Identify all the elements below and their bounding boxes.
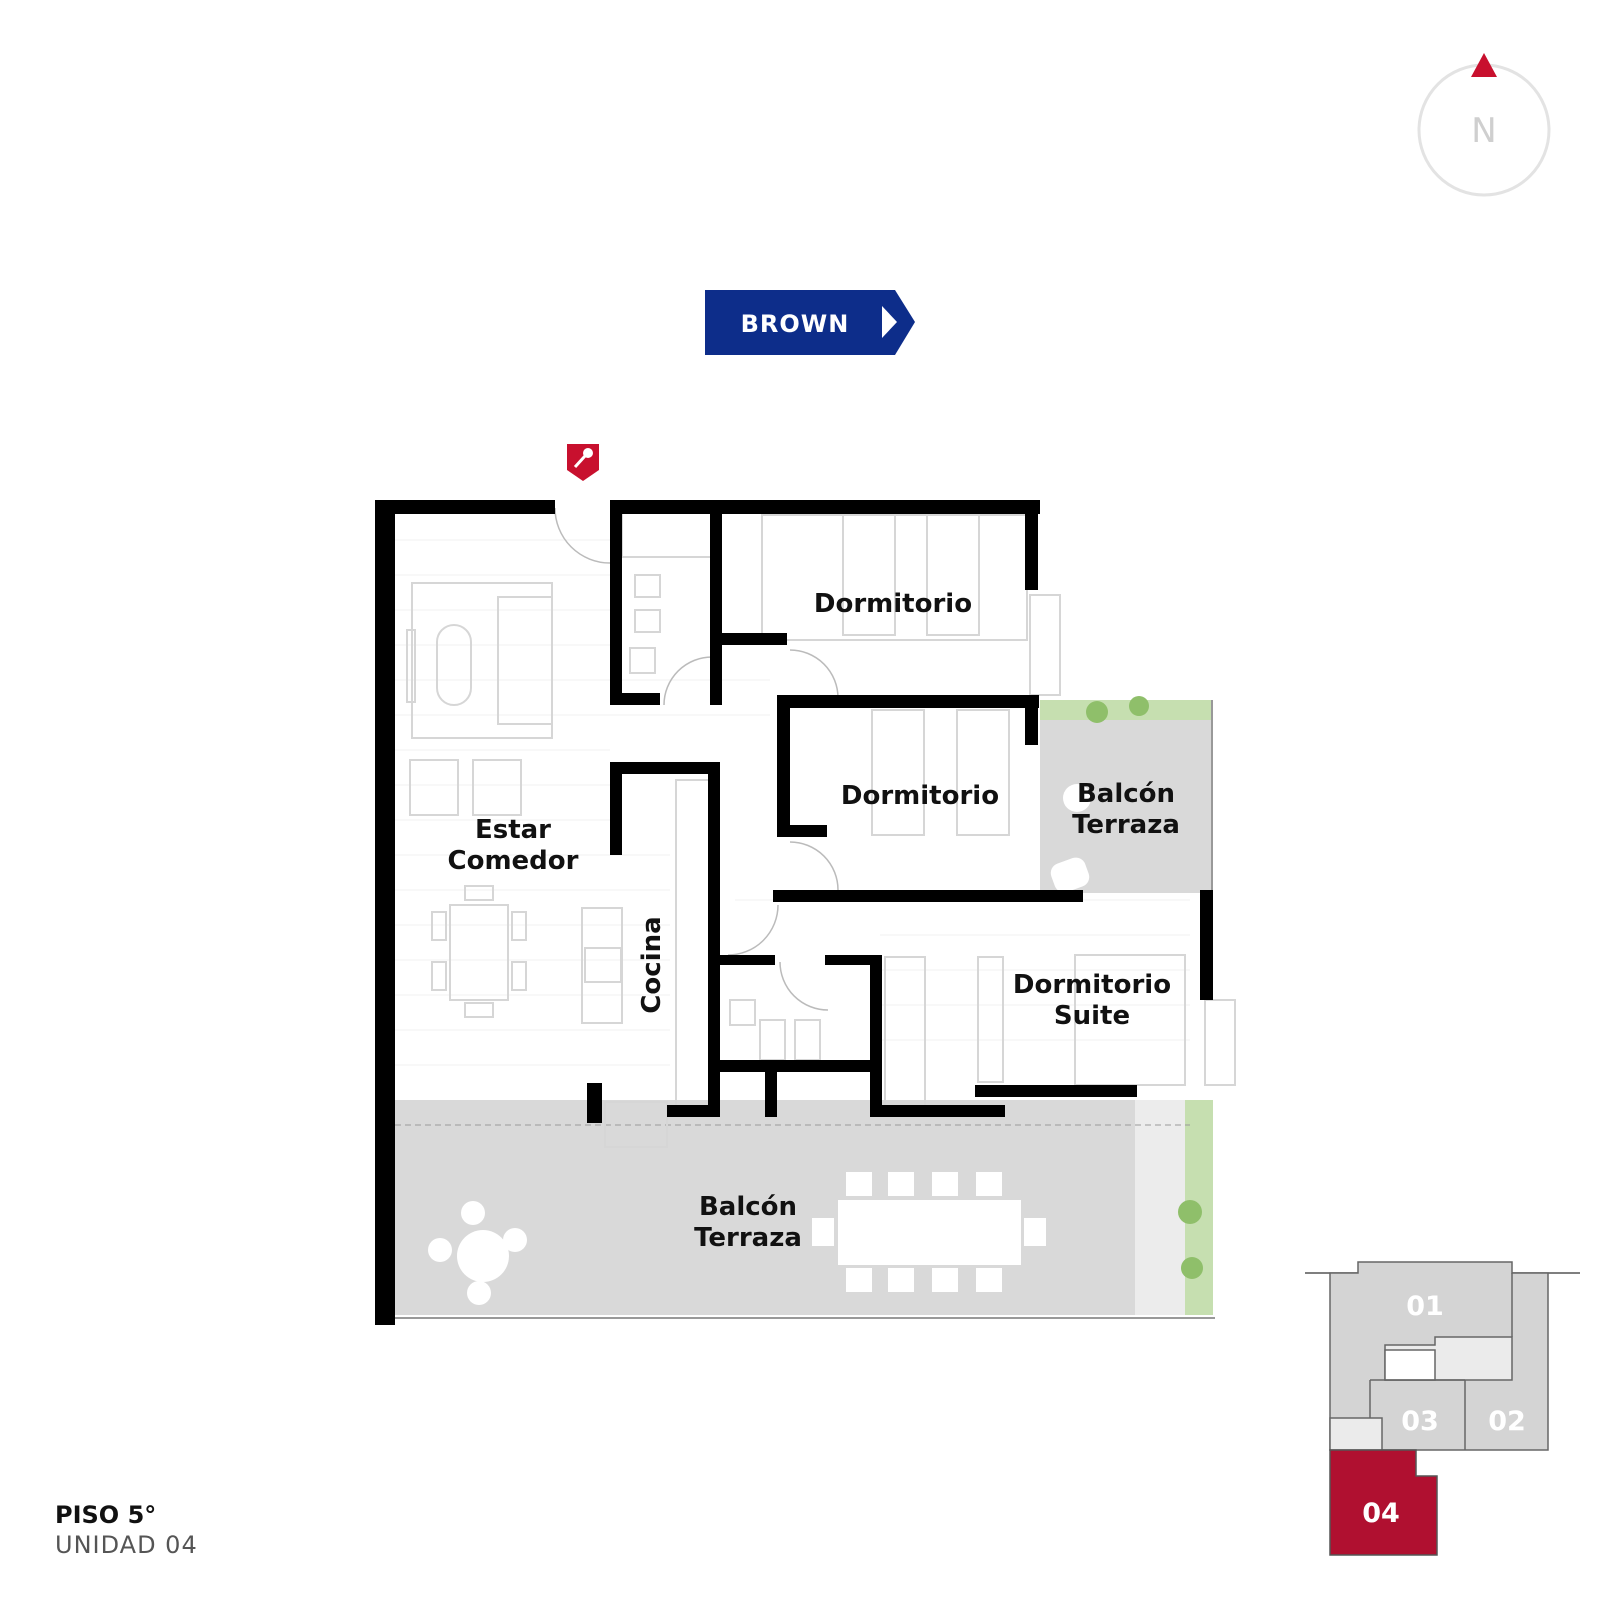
chevron-right-icon [882,306,897,338]
key-plan-label-01: 01 [1406,1291,1444,1322]
room-label-dormitorio-suite-1: Dormitorio [1013,970,1171,1000]
room-label-cocina: Cocina [637,916,667,1013]
terrace-furniture [428,784,1091,1305]
unit-number: UNIDAD 04 [55,1531,198,1559]
room-label-balcon-large-1: Balcón [699,1192,797,1222]
key-plan-label-03: 03 [1401,1406,1439,1437]
key-plan-label-02: 02 [1488,1406,1526,1437]
room-labels: Dormitorio Dormitorio Balcón Terraza Est… [448,589,1180,1253]
room-label-comedor: Comedor [448,846,579,876]
floor-title: PISO 5° [55,1501,157,1529]
street-label: BROWN [741,310,850,338]
room-label-balcon-small-2: Terraza [1072,810,1180,840]
planter-top [1040,700,1212,720]
street-sign-shape [705,290,915,355]
floor-planks [395,539,1190,1066]
furniture [406,511,1236,1148]
key-plan: 01 02 03 04 [1305,1261,1580,1556]
key-plan-label-04: 04 [1362,1498,1400,1529]
room-label-dormitorio-1: Dormitorio [814,589,972,619]
room-label-balcon-large-2: Terraza [694,1223,802,1253]
key-icon [567,444,599,481]
room-label-dormitorio-2: Dormitorio [841,781,999,811]
floor-info: PISO 5° UNIDAD 04 [55,1500,198,1560]
north-arrow-icon [1471,53,1497,77]
key-plan-unit-04 [1329,1449,1438,1556]
room-label-dormitorio-suite-2: Suite [1054,1001,1130,1031]
north-compass: N [1417,53,1551,197]
compass-label: N [1471,111,1496,151]
room-label-estar: Estar [475,815,551,845]
plant-icons [1086,696,1203,1279]
room-label-balcon-small-1: Balcón [1077,779,1175,809]
door-swings [554,507,839,1011]
entrance-marker [567,444,599,481]
street-sign: BROWN [705,290,915,355]
planter-bed [1135,1100,1185,1315]
walls [375,500,1213,1325]
